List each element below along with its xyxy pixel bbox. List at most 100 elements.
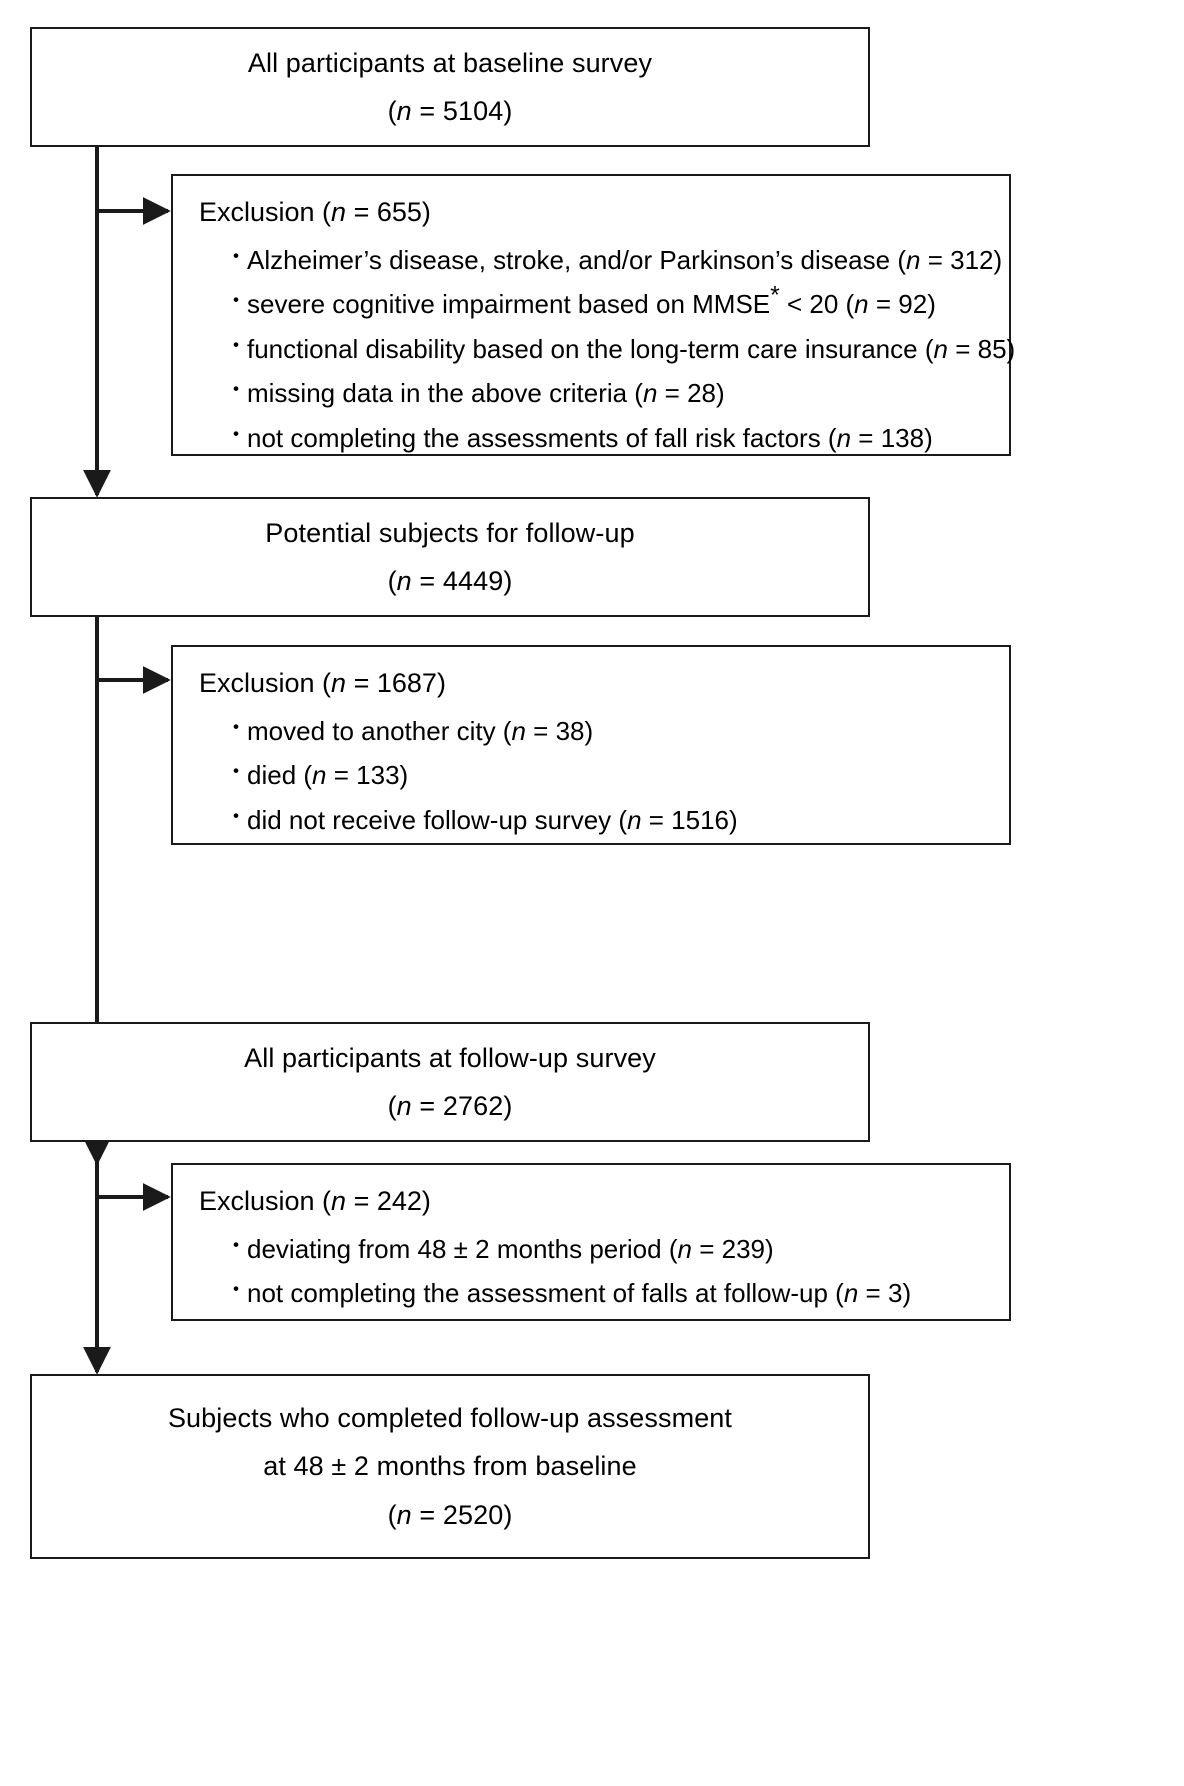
paren-open: ( bbox=[387, 1499, 397, 1530]
bullet-icon: ・ bbox=[225, 1232, 248, 1258]
equals: = bbox=[920, 244, 951, 275]
bullet-icon: ・ bbox=[225, 803, 248, 829]
item-text-after: ) bbox=[902, 1278, 912, 1309]
footnote-star-icon: * bbox=[770, 282, 780, 310]
item-text-after: ) bbox=[993, 244, 1003, 275]
item-text: Alzheimer’s disease, stroke, and/or Park… bbox=[247, 244, 906, 275]
exclusion-1-title-prefix: Exclusion ( bbox=[199, 197, 332, 227]
node-baseline: All participants at baseline survey (n =… bbox=[30, 27, 870, 147]
n-label: n bbox=[906, 244, 921, 275]
exclusion-2-title-value: 1687 bbox=[376, 668, 437, 698]
item-text: missing data in the above criteria ( bbox=[247, 378, 643, 409]
n-label: n bbox=[642, 378, 658, 409]
exclusion-2-title-suffix: ) bbox=[436, 668, 446, 698]
list-item: ・Alzheimer’s disease, stroke, and/or Par… bbox=[225, 243, 1009, 275]
node-followup-title: All participants at follow-up survey bbox=[244, 1042, 656, 1073]
node-followup-count: (n = 2762) bbox=[388, 1092, 513, 1120]
list-item: ・moved to another city (n = 38) bbox=[225, 715, 1009, 746]
node-final-subjects: Subjects who completed follow-up assessm… bbox=[30, 1374, 870, 1559]
exclusion-3-title-prefix: Exclusion ( bbox=[199, 1186, 332, 1216]
node-baseline-title: All participants at baseline survey bbox=[247, 47, 653, 78]
item-value: 92 bbox=[898, 289, 928, 320]
item-value: 133 bbox=[356, 760, 400, 791]
n-label: n bbox=[511, 715, 526, 746]
item-text-after: ) bbox=[924, 423, 933, 454]
exclusion-3-list: ・deviating from 48 ± 2 months period (n … bbox=[199, 1232, 1009, 1309]
equals: = bbox=[868, 289, 899, 320]
exclusion-3-title-value: 242 bbox=[376, 1186, 422, 1216]
paren-close: ) bbox=[503, 1091, 513, 1121]
item-text: deviating from 48 ± 2 months period ( bbox=[247, 1233, 678, 1264]
node-final-title-line1: Subjects who completed follow-up assessm… bbox=[167, 1402, 733, 1433]
exclusion-3-title-suffix: ) bbox=[421, 1186, 431, 1216]
exclusion-2-list: ・moved to another city (n = 38) ・died (n… bbox=[199, 715, 1009, 835]
item-text: functional disability based on the long-… bbox=[247, 333, 934, 364]
bullet-icon: ・ bbox=[225, 422, 248, 448]
paren-close: ) bbox=[503, 1499, 513, 1530]
item-text: severe cognitive impairment based on MMS… bbox=[247, 289, 771, 320]
item-text-after: ) bbox=[765, 1233, 774, 1264]
n-label: n bbox=[396, 1091, 412, 1121]
equals: = bbox=[657, 378, 688, 409]
paren-open: ( bbox=[387, 96, 397, 126]
exclusion-2-title-prefix: Exclusion ( bbox=[199, 668, 332, 698]
item-value: 85 bbox=[977, 333, 1007, 364]
final-n-value: 2520 bbox=[442, 1499, 504, 1530]
equals: = bbox=[326, 760, 357, 791]
item-text-mid: < 20 ( bbox=[779, 289, 855, 320]
node-baseline-count: (n = 5104) bbox=[388, 97, 513, 125]
item-text-after: ) bbox=[729, 804, 738, 835]
item-value: 1516 bbox=[671, 804, 730, 835]
item-text: did not receive follow-up survey ( bbox=[247, 804, 628, 835]
exclusion-2-title: Exclusion (n = 1687) bbox=[199, 668, 1009, 699]
paren-open: ( bbox=[387, 566, 397, 596]
equals: = bbox=[851, 423, 881, 454]
exclusion-3-title: Exclusion (n = 242) bbox=[199, 1186, 1009, 1217]
bullet-icon: ・ bbox=[225, 243, 248, 269]
list-item: ・not completing the assessment of falls … bbox=[225, 1277, 1009, 1309]
n-label: n bbox=[843, 1278, 859, 1309]
item-value: 3 bbox=[887, 1278, 903, 1309]
node-exclusion-3: Exclusion (n = 242) ・deviating from 48 ±… bbox=[171, 1163, 1011, 1321]
equals: = bbox=[691, 1233, 722, 1264]
exclusion-1-title: Exclusion (n = 655) bbox=[199, 197, 1009, 228]
n-label: n bbox=[331, 668, 347, 698]
paren-close: ) bbox=[503, 566, 513, 596]
exclusion-1-list: ・Alzheimer’s disease, stroke, and/or Par… bbox=[199, 243, 1015, 454]
node-exclusion-1: Exclusion (n = 655) ・Alzheimer’s disease… bbox=[171, 174, 1015, 456]
n-label: n bbox=[312, 760, 327, 791]
n-label: n bbox=[627, 804, 642, 835]
list-item: ・functional disability based on the long… bbox=[225, 332, 1015, 364]
equals: = bbox=[411, 1499, 443, 1530]
equals: = bbox=[641, 804, 672, 835]
item-text-after: ) bbox=[927, 289, 936, 320]
baseline-n-value: 5104 bbox=[442, 96, 504, 126]
equals: = bbox=[947, 333, 978, 364]
bullet-icon: ・ bbox=[225, 759, 248, 785]
list-item: ・severe cognitive impairment based on MM… bbox=[225, 284, 1009, 320]
node-exclusion-2: Exclusion (n = 1687) ・moved to another c… bbox=[171, 645, 1011, 845]
bullet-icon: ・ bbox=[225, 332, 248, 358]
bullet-icon: ・ bbox=[225, 288, 248, 314]
item-text-after: ) bbox=[1006, 333, 1016, 364]
n-label: n bbox=[396, 96, 412, 126]
bullet-icon: ・ bbox=[225, 1277, 248, 1303]
list-item: ・deviating from 48 ± 2 months period (n … bbox=[225, 1232, 1009, 1264]
n-label: n bbox=[396, 1499, 412, 1530]
item-value: 239 bbox=[721, 1233, 765, 1264]
item-text: not completing the assessments of fall r… bbox=[247, 423, 837, 454]
exclusion-1-title-value: 655 bbox=[376, 197, 422, 227]
item-text: died ( bbox=[247, 760, 313, 791]
equals: = bbox=[525, 715, 556, 746]
item-text-after: ) bbox=[716, 378, 725, 409]
paren-close: ) bbox=[503, 96, 513, 126]
item-text: not completing the assessment of falls a… bbox=[247, 1278, 844, 1309]
item-value: 312 bbox=[950, 244, 994, 275]
list-item: ・missing data in the above criteria (n =… bbox=[225, 378, 1009, 409]
equals: = bbox=[346, 668, 377, 698]
equals: = bbox=[411, 1091, 443, 1121]
node-potential-subjects: Potential subjects for follow-up (n = 44… bbox=[30, 497, 870, 617]
item-text: moved to another city ( bbox=[247, 715, 512, 746]
n-label: n bbox=[677, 1233, 692, 1264]
